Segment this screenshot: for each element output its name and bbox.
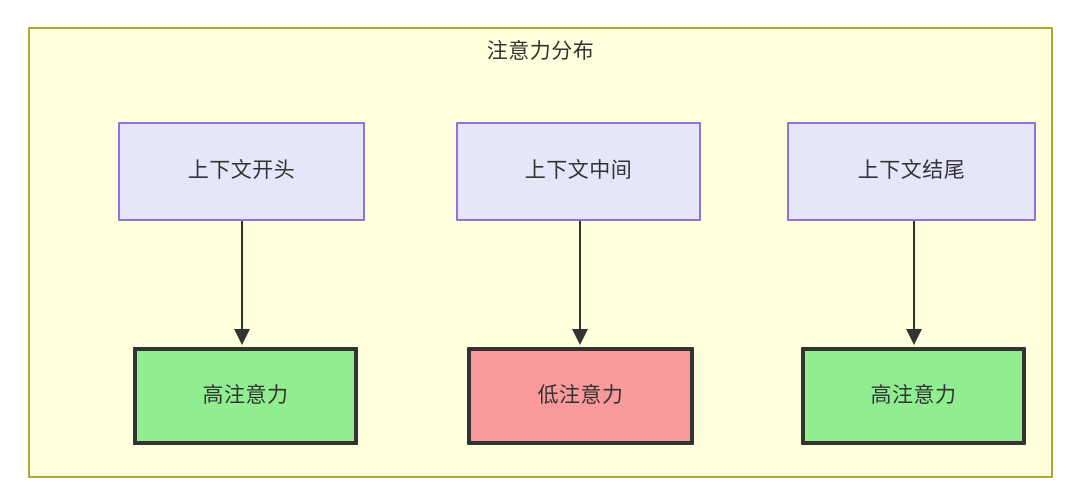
node-attention-high-end-label: 高注意力 — [870, 383, 957, 407]
arrow-down-icon — [572, 221, 588, 345]
node-context-middle[interactable]: 上下文中间 — [456, 122, 701, 221]
node-attention-high-start-label: 高注意力 — [202, 383, 289, 407]
attention-distribution-subgraph: 注意力分布 上下文开头 上下文中间 上下文结尾 — [28, 27, 1053, 478]
edge-context-middle-to-low-attention — [570, 221, 590, 347]
node-context-start-label: 上下文开头 — [187, 159, 296, 183]
node-attention-high-start[interactable]: 高注意力 — [133, 347, 358, 445]
node-attention-high-end[interactable]: 高注意力 — [801, 347, 1026, 445]
arrow-down-icon — [906, 221, 922, 345]
edge-context-end-to-high-attention — [904, 221, 924, 347]
node-attention-low-middle-label: 低注意力 — [537, 383, 624, 407]
node-attention-low-middle[interactable]: 低注意力 — [467, 347, 694, 445]
node-context-start[interactable]: 上下文开头 — [118, 122, 365, 221]
node-context-middle-label: 上下文中间 — [524, 159, 633, 183]
arrow-down-icon — [234, 221, 250, 345]
edge-context-start-to-high-attention — [232, 221, 252, 347]
subgraph-title: 注意力分布 — [486, 40, 595, 63]
node-context-end[interactable]: 上下文结尾 — [787, 122, 1036, 221]
node-context-end-label: 上下文结尾 — [857, 159, 966, 183]
